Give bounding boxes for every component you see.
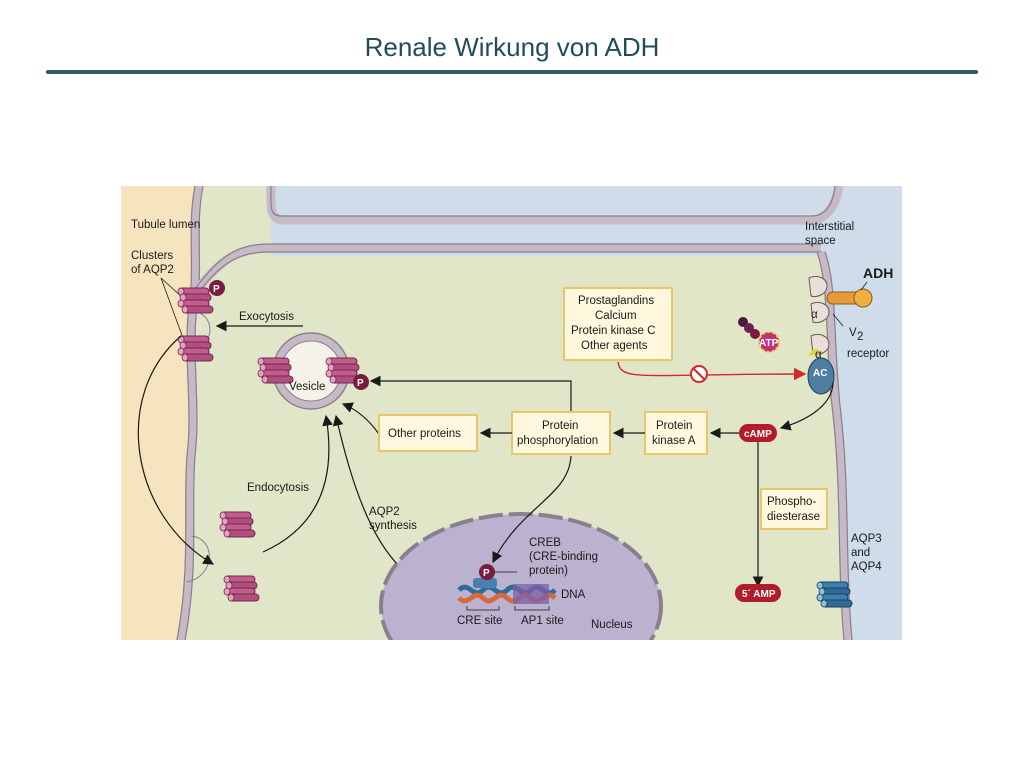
phosphodiesterase-box (760, 488, 828, 530)
svg-text:α: α (815, 349, 822, 361)
adh-label: ADH (863, 265, 893, 281)
tight-junction-membrane (189, 243, 821, 299)
aqp2-synthesis-label-1: AQP2 (369, 506, 400, 518)
nucleus-label: Nucleus (591, 619, 633, 631)
creb-label-3: protein) (529, 565, 568, 577)
phosphate-icon (209, 280, 225, 296)
title-rule (46, 70, 978, 74)
interstitial-region (271, 186, 902, 640)
clusters-label-2: of AQP2 (131, 264, 174, 276)
inhibitor-item-2: Protein kinase C (571, 325, 655, 337)
protein-phosphorylation-box (511, 411, 611, 455)
dna-strand (457, 584, 557, 604)
svg-text:5´ AMP: 5´ AMP (742, 589, 776, 600)
tubule-lumen-label: Tubule lumen (131, 219, 200, 231)
camp-badge (739, 424, 777, 442)
inhibitor-item-1: Calcium (595, 310, 637, 322)
svg-text:AC: AC (813, 368, 827, 379)
adh-hormone-icon (826, 288, 873, 308)
phosphodiesterase-label-2: diesterase (767, 511, 820, 523)
phosphate-icon (479, 564, 495, 580)
five-amp-badge (735, 584, 781, 602)
aqp34-label-1: AQP3 (851, 533, 882, 545)
clusters-label-1: Clusters (131, 250, 173, 262)
svg-text:P: P (357, 378, 364, 389)
ap1-site-label: AP1 site (521, 615, 564, 627)
creb-label-2: (CRE-binding (529, 551, 598, 563)
inhibitor-item-0: Prostaglandins (578, 295, 654, 307)
interstitial-label-2: space (805, 235, 836, 247)
tubule-lumen-region (121, 186, 199, 640)
inhibitors-box (563, 287, 673, 361)
aqp2-channel-icon (219, 511, 256, 538)
interstitial-label-1: Interstitial (805, 221, 854, 233)
aqp2-channel-icon (177, 335, 214, 362)
svg-text:P: P (213, 284, 220, 295)
svg-text:α: α (811, 309, 818, 321)
receptor-label: receptor (847, 348, 889, 360)
apical-membrane (176, 186, 204, 640)
svg-text:P: P (483, 568, 490, 579)
aqp2-channel-icon (223, 575, 260, 602)
other-proteins-label: Other proteins (388, 428, 461, 440)
atp-icon (738, 317, 780, 353)
protein-kinase-a-box (644, 411, 708, 455)
exocytosis-label: Exocytosis (239, 311, 294, 323)
creb-label-1: CREB (529, 537, 561, 549)
other-proteins-box (378, 414, 478, 452)
protein-phosphorylation-label-2: phosphorylation (517, 435, 598, 447)
svg-text:2: 2 (857, 331, 863, 343)
svg-text:cAMP: cAMP (744, 429, 772, 440)
aqp3-aqp4-channel-icon (816, 581, 853, 608)
protein-phosphorylation-label-1: Protein (542, 420, 578, 432)
inhibitor-item-3: Other agents (581, 340, 648, 352)
aqp2-channel-icon (257, 357, 294, 384)
aqp2-channel-icon (177, 287, 214, 314)
cre-site-label: CRE site (457, 615, 502, 627)
phosphodiesterase-label-1: Phospho- (767, 496, 816, 508)
aqp34-label-3: AQP4 (851, 561, 882, 573)
svg-text:ATP: ATP (759, 338, 779, 349)
phosphate-icon (353, 374, 369, 390)
protein-kinase-a-label-2: kinase A (652, 435, 696, 447)
creb-protein (473, 578, 497, 588)
protein-kinase-a-label-1: Protein (656, 420, 692, 432)
dna-label: DNA (561, 589, 586, 601)
vesicle-label: Vesicle (289, 381, 325, 393)
adh-renal-action-figure: Tubule lumen Interstitial space Clusters… (121, 186, 902, 640)
nucleus (379, 512, 663, 640)
aqp2-synthesis-label-2: synthesis (369, 520, 417, 532)
slide-title: Renale Wirkung von ADH (364, 32, 660, 62)
v2-label: V (849, 327, 857, 339)
aqp34-label-2: and (851, 547, 870, 559)
endocytosis-label: Endocytosis (247, 482, 309, 494)
v2-receptor-icon (807, 275, 835, 395)
